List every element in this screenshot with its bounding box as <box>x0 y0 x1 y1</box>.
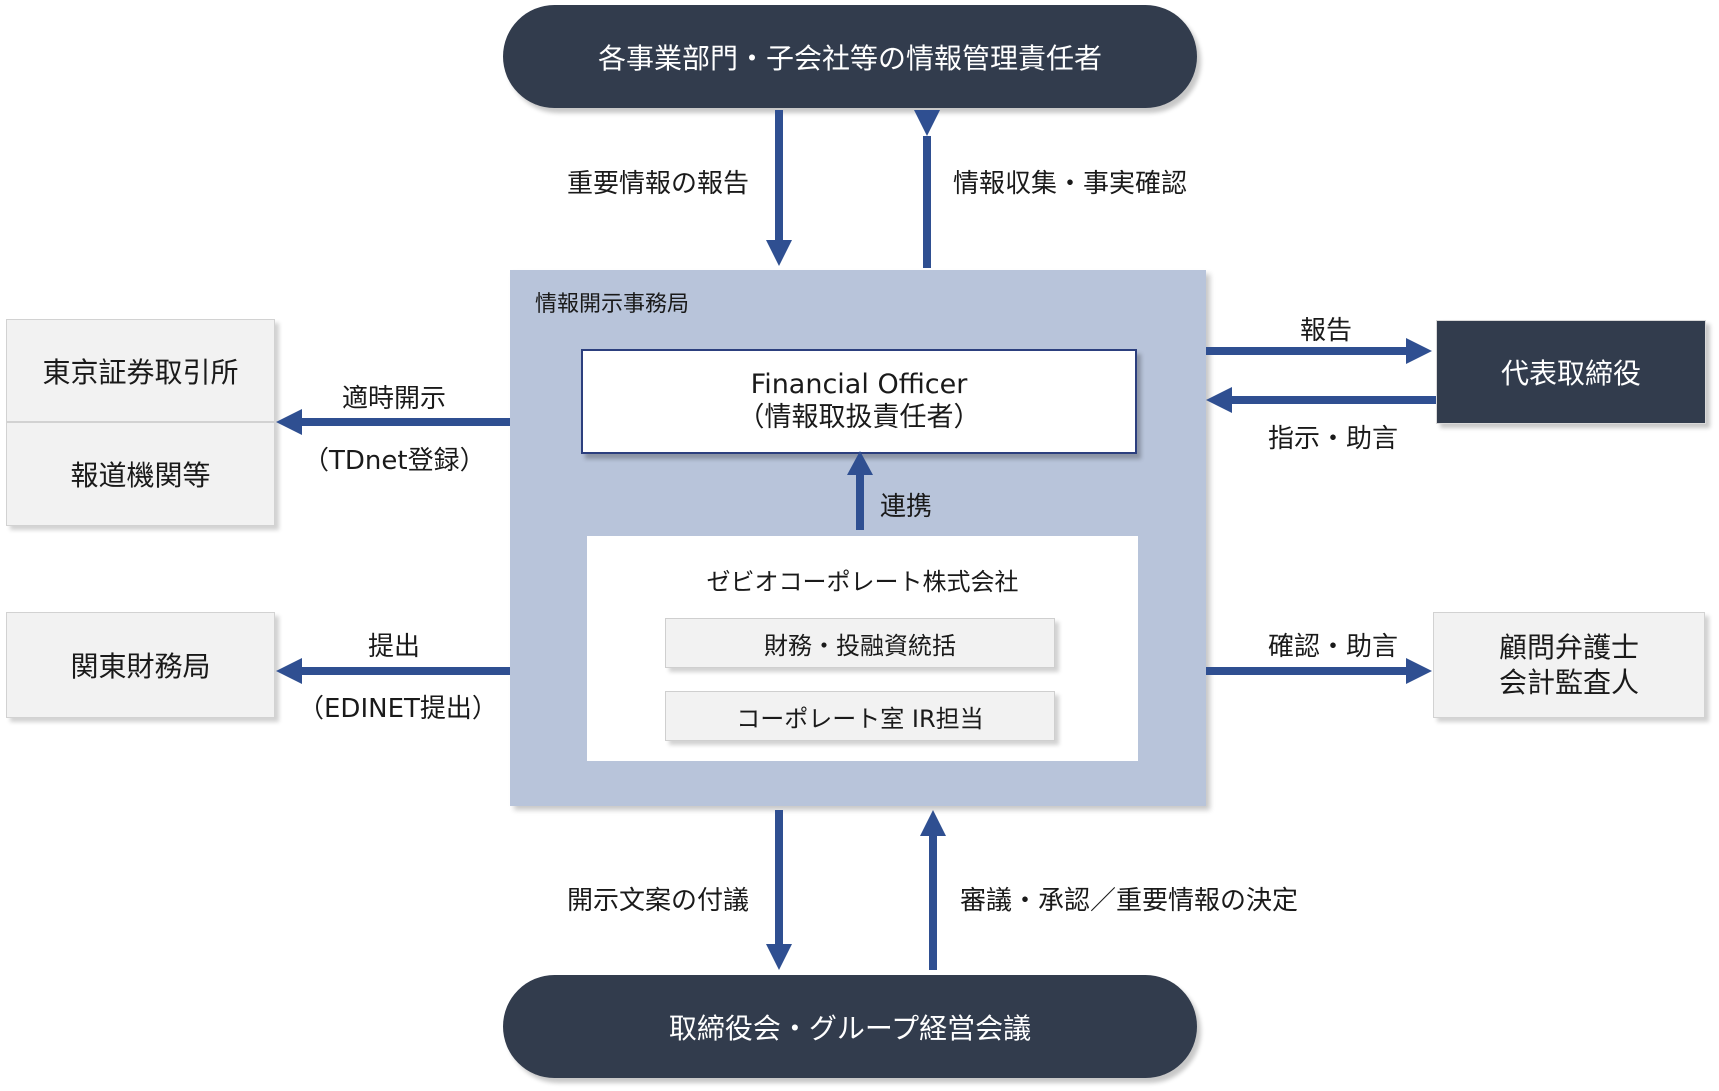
collect-confirm-label: 情報収集・事実確認 <box>953 169 1188 199</box>
advisors-auditors-node: 顧問弁護士 会計監査人 <box>1433 612 1705 718</box>
tokyo-stock-exchange-node: 東京証券取引所 <box>6 319 275 422</box>
finance-investment-unit: 財務・投融資統括 <box>665 618 1055 668</box>
representative-director-node: 代表取締役 <box>1436 320 1706 424</box>
arrow-draft-down <box>766 810 792 970</box>
financial-officer-box: Financial Officer （情報取扱責任者） <box>581 349 1137 454</box>
report-important-info-label: 重要情報の報告 <box>567 169 750 199</box>
confirm-advise-label: 確認・助言 <box>1268 632 1399 662</box>
financial-officer-subtitle: （情報取扱責任者） <box>737 401 981 433</box>
arrow-report-down <box>766 110 792 266</box>
financial-officer-title: Financial Officer <box>750 369 968 401</box>
xebio-corporate-box: ゼビオコーポレート株式会社 財務・投融資統括 コーポレート室 IR担当 <box>587 536 1138 761</box>
link-label: 連携 <box>880 492 933 522</box>
department-info-managers-node: 各事業部門・子会社等の情報管理責任者 <box>503 5 1197 108</box>
company-name: ゼビオコーポレート株式会社 <box>706 568 1019 596</box>
corporate-ir-unit: コーポレート室 IR担当 <box>665 691 1055 741</box>
deliberation-approval-label: 審議・承認／重要情報の決定 <box>960 886 1299 916</box>
arrow-collect-up <box>914 110 940 268</box>
office-title: 情報開示事務局 <box>535 292 690 317</box>
press-agencies-node: 報道機関等 <box>6 422 275 526</box>
auditor-label: 会計監査人 <box>1498 666 1639 699</box>
instruct-advise-label: 指示・助言 <box>1268 424 1399 454</box>
kanto-finance-bureau-node: 関東財務局 <box>6 612 275 718</box>
information-disclosure-office: 情報開示事務局 Financial Officer （情報取扱責任者） 連携 ゼ… <box>510 270 1206 806</box>
tdnet-label: （TDnet登録） <box>303 446 486 476</box>
arrow-instruct-left <box>1206 387 1436 413</box>
report-label: 報告 <box>1300 316 1353 346</box>
arrow-deliberation-up <box>920 810 946 970</box>
draft-submission-label: 開示文案の付議 <box>567 886 750 916</box>
edinet-label: （EDINET提出） <box>298 694 498 724</box>
timely-disclosure-label: 適時開示 <box>342 384 447 414</box>
board-group-management-meeting-node: 取締役会・グループ経営会議 <box>503 975 1197 1078</box>
legal-advisor-label: 顧問弁護士 <box>1498 631 1639 664</box>
submit-label: 提出 <box>368 632 421 662</box>
